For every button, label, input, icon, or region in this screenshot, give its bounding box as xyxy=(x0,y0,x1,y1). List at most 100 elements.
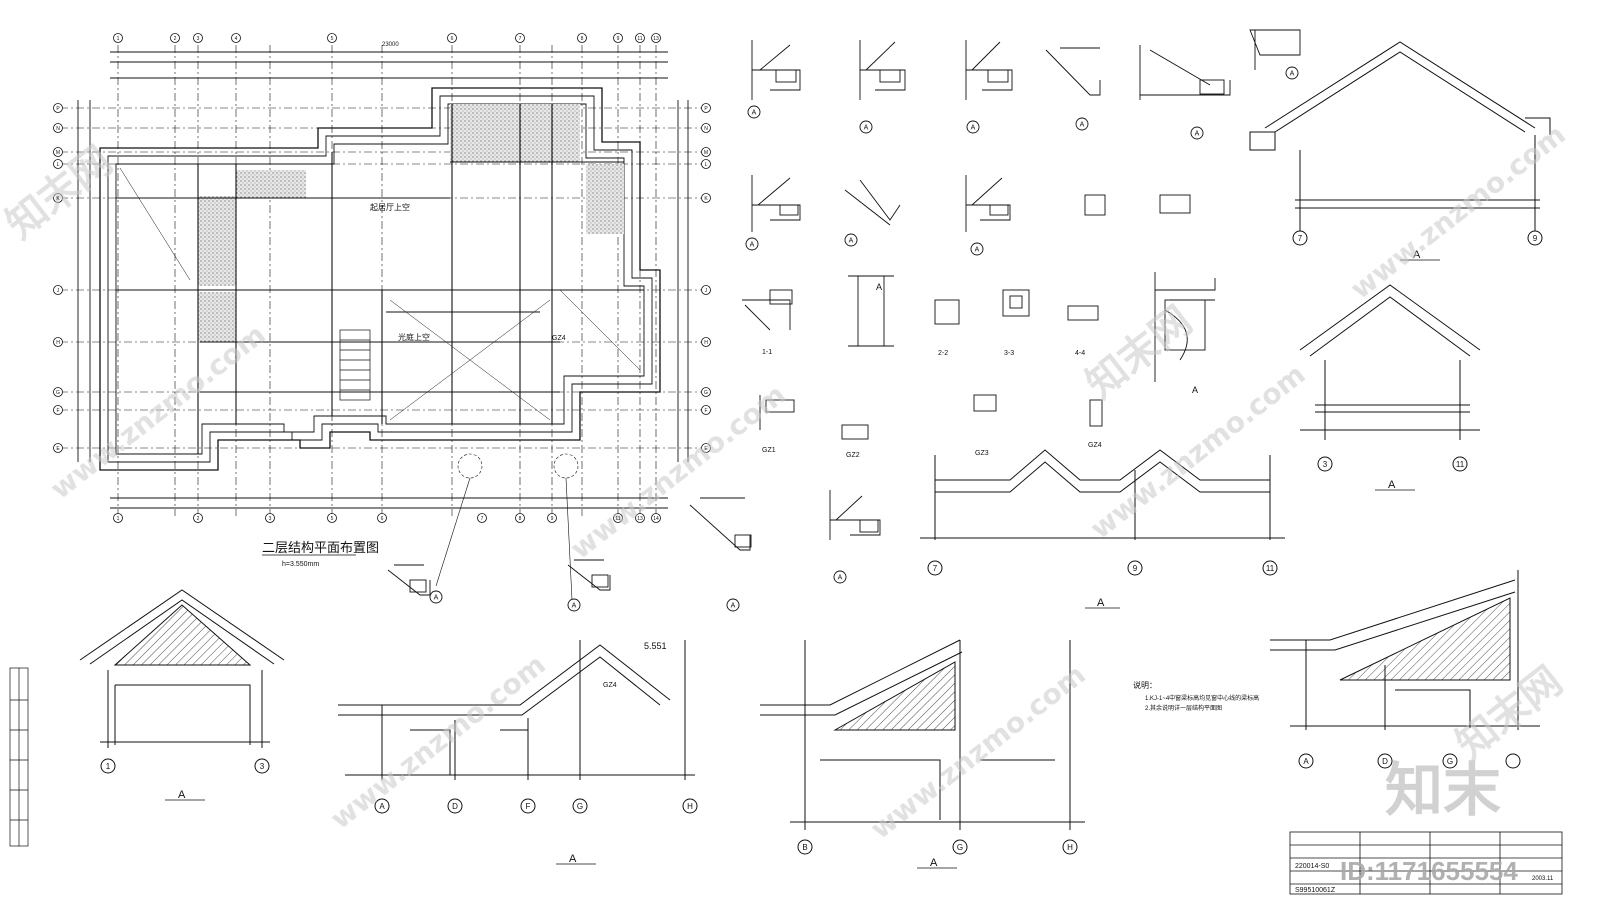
plan-axis-bottom-label: 7 xyxy=(481,516,484,522)
floor-plan xyxy=(60,45,705,601)
plan-axis-left xyxy=(53,103,63,453)
plan-axis-right-label: E xyxy=(704,446,708,452)
plan-axis-left-label: E xyxy=(56,446,60,452)
plan-label-court-void: 光庭上空 xyxy=(398,332,430,342)
plan-label-living-void: 起居厅上空 xyxy=(370,202,410,212)
plan-axis-top-label: 6 xyxy=(451,36,454,42)
plan-axis-top-label: 2 xyxy=(174,36,177,42)
section-mark-6: A xyxy=(930,857,938,869)
detail-under-plan xyxy=(387,559,611,612)
plan-axis-bottom-label: 1 xyxy=(117,516,120,522)
detail-row-2-label: A xyxy=(750,241,755,248)
section-bottom-mid-label: A xyxy=(379,802,385,811)
plan-axis-bottom-label: 14 xyxy=(653,516,659,522)
section-2-2-label: 2-2 xyxy=(938,350,948,357)
section-zigzag xyxy=(920,449,1285,576)
section-mark-4: A xyxy=(178,789,186,801)
section-roof-mid-right-label: 3 xyxy=(1323,460,1328,469)
plan-axis-left-label: K xyxy=(56,196,60,202)
section-bottom-right-label: G xyxy=(1447,757,1453,766)
detail-row-2-label: A xyxy=(975,246,980,253)
detail-row-1-label: A xyxy=(971,124,976,131)
plan-axis-left-label: G xyxy=(56,390,60,396)
watermark-text-6: www.znzmo.com xyxy=(1344,118,1572,306)
detail-small-mid-label: A xyxy=(731,602,736,609)
section-bottom-center-label: G xyxy=(957,843,963,852)
section-mark-1: A xyxy=(1413,249,1421,261)
section-bottom-right xyxy=(1270,570,1540,769)
section-4-4-label: 4-4 xyxy=(1075,350,1085,357)
section-bottom-right-label: A xyxy=(1303,757,1309,766)
plan-axis-right-label: M xyxy=(704,150,708,156)
watermark-cn-2: 知末网 xyxy=(1078,298,1201,408)
plan-axis-right-label: N xyxy=(704,126,708,132)
notes-title: 说明： xyxy=(1133,680,1157,690)
plan-axis-bottom-label: 9 xyxy=(551,516,554,522)
section-mark-lines xyxy=(165,259,1440,869)
plan-axis-bottom-label: 8 xyxy=(519,516,522,522)
detail-under-plan-label: A xyxy=(572,602,577,609)
detail-row-4 xyxy=(759,394,1103,440)
plan-axis-right-label: F xyxy=(704,408,707,414)
section-bottom-mid-label: F xyxy=(526,802,531,811)
gz4-section-label: GZ4 xyxy=(603,682,617,689)
section-1-1-label: 1-1 xyxy=(762,349,772,356)
section-bottom-mid xyxy=(338,640,698,814)
plan-axis-top-label: 3 xyxy=(197,36,200,42)
plan-gz4-label: GZ4 xyxy=(552,335,566,342)
plan-axis-bottom-label: 3 xyxy=(269,516,272,522)
plan-axis-left-label: M xyxy=(56,150,60,156)
section-roof-mid-right-label: 11 xyxy=(1456,460,1465,469)
titleblock-drawing-no: 220014-S0 xyxy=(1295,863,1329,870)
plan-axis-right-label: J xyxy=(705,288,708,294)
plan-axis-right-label: H xyxy=(704,340,708,346)
section-roof-bottom-left xyxy=(79,589,285,774)
section-roof-mid-right xyxy=(1299,284,1481,472)
gz4-label: GZ4 xyxy=(1088,442,1102,449)
plan-axis-left-label: J xyxy=(57,288,60,294)
plan-axis-top-label: 5 xyxy=(331,36,334,42)
section-bottom-mid-label: D xyxy=(452,802,458,811)
plan-axis-left-label: P xyxy=(56,106,60,112)
plan-title: 二层结构平面布置图 xyxy=(262,540,379,555)
watermark-text-5: www.znzmo.com xyxy=(864,658,1092,846)
section-zigzag-label: 9 xyxy=(1133,564,1138,573)
section-bottom-mid-label: G xyxy=(577,802,583,811)
plan-axis-bottom-label: 6 xyxy=(381,516,384,522)
section-roof-top-right-label: 9 xyxy=(1533,234,1538,243)
watermark-text-4: www.znzmo.com xyxy=(324,648,552,836)
plan-axis-left-label: L xyxy=(57,162,60,168)
detail-row-1-label: A xyxy=(864,124,869,131)
detail-row-2-label: A xyxy=(849,237,854,244)
titleblock-date: 2003.11 xyxy=(1532,876,1554,882)
plan-axis-bottom-label: 2 xyxy=(197,516,200,522)
section-bottom-right-label: D xyxy=(1382,757,1388,766)
left-margin-strip xyxy=(9,667,29,847)
plan-subtitle: h=3.550mm xyxy=(282,561,319,568)
section-zigzag-label: 7 xyxy=(933,564,938,573)
section-zigzag-label: 11 xyxy=(1266,564,1275,573)
section-bottom-mid-label: H xyxy=(687,802,693,811)
detail-row-2 xyxy=(745,175,1191,256)
plan-axis-top-label: 1 xyxy=(117,36,120,42)
plan-axis-right xyxy=(701,103,711,453)
plan-axis-top-label: 7 xyxy=(519,36,522,42)
plan-axis-right-label: L xyxy=(705,162,708,168)
watermark-id: ID:1171655554 xyxy=(1340,856,1518,886)
section-bottom-center-label: B xyxy=(802,843,807,852)
plan-axis-left-label: F xyxy=(56,408,59,414)
detail-row-1-label: A xyxy=(752,109,757,116)
plan-axis-bottom xyxy=(113,513,661,523)
detail-row-1-label: A xyxy=(1290,70,1295,77)
elevation-5551: 5.551 xyxy=(644,641,667,651)
plan-axis-left-label: H xyxy=(56,340,60,346)
gz1-label: GZ1 xyxy=(762,447,776,454)
plan-axis-top-label: 9 xyxy=(617,36,620,42)
plan-axis-right-label: K xyxy=(704,196,708,202)
plan-axis-top xyxy=(113,33,661,43)
plan-axis-top-label: 8 xyxy=(581,36,584,42)
section-mark-7: A xyxy=(876,282,882,292)
section-roof-bottom-left-label: 3 xyxy=(260,762,265,771)
detail-row-1-label: A xyxy=(1195,130,1200,137)
plan-axis-bottom-label: 5 xyxy=(331,516,334,522)
